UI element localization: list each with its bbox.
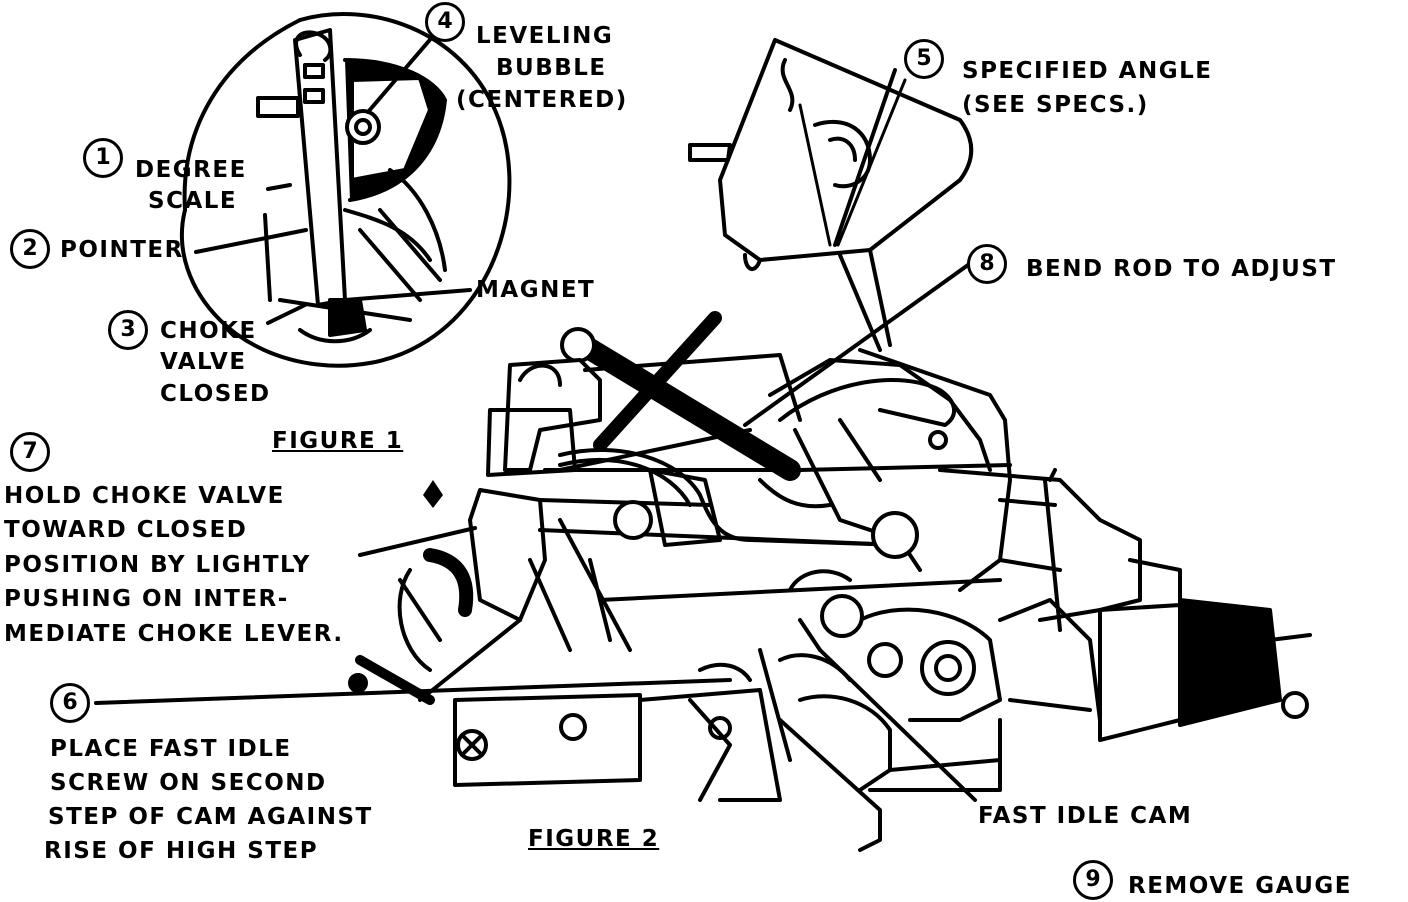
- callout-number-3: 3: [108, 310, 148, 350]
- callout-number-4: 4: [425, 2, 465, 42]
- pointer-label: POINTER: [60, 237, 184, 263]
- angle-gauge-plate: [688, 38, 974, 352]
- figure2-title: FIGURE 2: [528, 826, 660, 852]
- callout-number-5: 5: [904, 39, 944, 79]
- hold-choke-valve-label: TOWARD CLOSED: [4, 517, 248, 543]
- hold-choke-valve-label: POSITION BY LIGHTLY: [4, 552, 311, 578]
- fast-idle-screw-label: STEP OF CAM AGAINST: [48, 804, 373, 830]
- hold-choke-valve-label: MEDIATE CHOKE LEVER.: [4, 621, 344, 647]
- leveling-bubble-label: BUBBLE: [496, 55, 607, 81]
- figure1-title: FIGURE 1: [272, 428, 404, 454]
- push-arrow-icon: [423, 480, 443, 508]
- choke-valve-closed-label: VALVE: [160, 349, 247, 375]
- specified-angle-label: (SEE SPECS.): [962, 92, 1149, 118]
- fast-idle-screw-label: SCREW ON SECOND: [50, 770, 327, 796]
- callout-number-1: 1: [83, 138, 123, 178]
- carburetor-body: [348, 348, 1312, 852]
- callout-number-6: 6: [50, 683, 90, 723]
- callout-number-8: 8: [967, 244, 1007, 284]
- figure1-detail-view: [180, 12, 512, 368]
- bend-rod-label: BEND ROD TO ADJUST: [1026, 256, 1337, 282]
- degree-scale-label: SCALE: [148, 188, 238, 214]
- vacuum-break: [1098, 558, 1312, 742]
- choke-valve-closed-label: CLOSED: [160, 381, 271, 407]
- fast-idle-cam-label: FAST IDLE CAM: [978, 803, 1193, 829]
- degree-scale-label: DEGREE: [135, 157, 247, 183]
- callout-number-9: 9: [1073, 860, 1113, 900]
- remove-gauge-label: REMOVE GAUGE: [1128, 873, 1353, 899]
- hold-choke-valve-label: PUSHING ON INTER-: [4, 586, 289, 612]
- callout-number-7: 7: [10, 432, 50, 472]
- choke-valve-closed-label: CHOKE: [160, 318, 257, 344]
- choke-rod: [560, 311, 801, 481]
- magnet-label: MAGNET: [476, 277, 596, 303]
- callout-number-2: 2: [10, 229, 50, 269]
- hold-choke-valve-label: HOLD CHOKE VALVE: [4, 483, 285, 509]
- specified-angle-label: SPECIFIED ANGLE: [962, 58, 1213, 84]
- leveling-bubble-label: LEVELING: [476, 23, 614, 49]
- fast-idle-screw-label: PLACE FAST IDLE: [50, 736, 292, 762]
- leveling-bubble-label: (CENTERED): [456, 87, 628, 113]
- fast-idle-screw-label: RISE OF HIGH STEP: [44, 838, 319, 864]
